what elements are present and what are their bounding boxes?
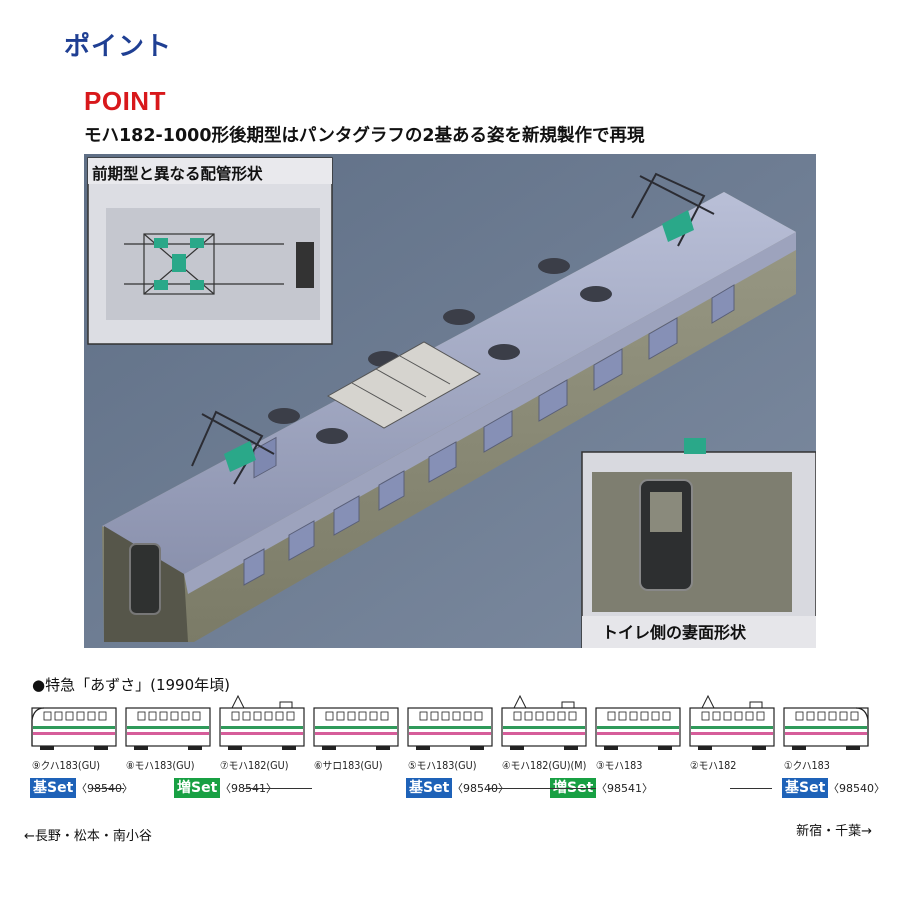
direction-left: ←長野・松本・南小谷 — [24, 829, 152, 844]
inset-roof-caption: 前期型と異なる配管形状 — [92, 165, 263, 183]
set-badge: 基Set — [30, 778, 77, 798]
formation-car — [406, 690, 494, 760]
page-heading: ポイント — [64, 32, 173, 62]
set-bracket-line — [730, 788, 772, 789]
car-diagram-icon — [595, 707, 681, 750]
car-label: ②モハ182 — [690, 760, 737, 772]
formation-title: ●特急「あずさ」(1990年頃) — [32, 676, 230, 694]
car-label: ①クハ183 — [784, 760, 830, 772]
formation-car — [594, 690, 682, 760]
set-number: 〈98541〉 — [596, 782, 653, 795]
car-diagram-icon — [125, 707, 211, 750]
car-diagram-icon — [783, 707, 869, 750]
car-label: ⑧モハ183(GU) — [126, 760, 195, 772]
car-diagram-icon — [31, 707, 117, 750]
formation-car — [688, 690, 776, 760]
set-badge: 基Set — [406, 778, 453, 798]
formation-diagram: ⑨クハ183(GU) ⑧モハ183(GU) ⑦モハ182(GU) ⑥サロ183(GU)… — [0, 690, 900, 800]
car-label: ⑤モハ183(GU) — [408, 760, 477, 772]
car-label: ⑥サロ183(GU) — [314, 760, 383, 772]
car-diagram-icon — [313, 707, 399, 750]
formation-car — [30, 690, 118, 760]
car-diagram-icon — [219, 694, 305, 750]
formation-car — [500, 690, 588, 760]
set-number: 〈98540〉 — [828, 782, 885, 795]
set-bracket-line — [488, 788, 596, 789]
point-label: POINT — [84, 86, 166, 116]
car-label: ⑨クハ183(GU) — [32, 760, 101, 772]
formation-car — [312, 690, 400, 760]
set-bracket-line — [244, 788, 312, 789]
direction-right: 新宿・千葉→ — [796, 824, 872, 839]
set-bracket-line — [92, 788, 124, 789]
formation-car — [124, 690, 212, 760]
set-number: 〈98540〉 — [452, 782, 509, 795]
car-diagram-icon — [407, 707, 493, 750]
formation-car — [782, 690, 870, 760]
car-label: ③モハ183 — [596, 760, 643, 772]
set-badge: 増Set — [174, 778, 221, 798]
model-render-image: 前期型と異なる配管形状 トイレ側の妻面形状 — [84, 154, 816, 648]
set-badge: 基Set — [782, 778, 829, 798]
car-diagram-icon — [689, 694, 775, 750]
car-render-illustration — [84, 154, 816, 648]
car-diagram-icon — [501, 694, 587, 750]
car-label: ⑦モハ182(GU) — [220, 760, 289, 772]
formation-car — [218, 690, 306, 760]
car-label: ④モハ182(GU)(M) — [502, 760, 587, 772]
point-description: モハ182-1000形後期型はパンタグラフの2基ある姿を新規製作で再現 — [84, 126, 645, 146]
inset-end-caption: トイレ側の妻面形状 — [602, 623, 747, 642]
